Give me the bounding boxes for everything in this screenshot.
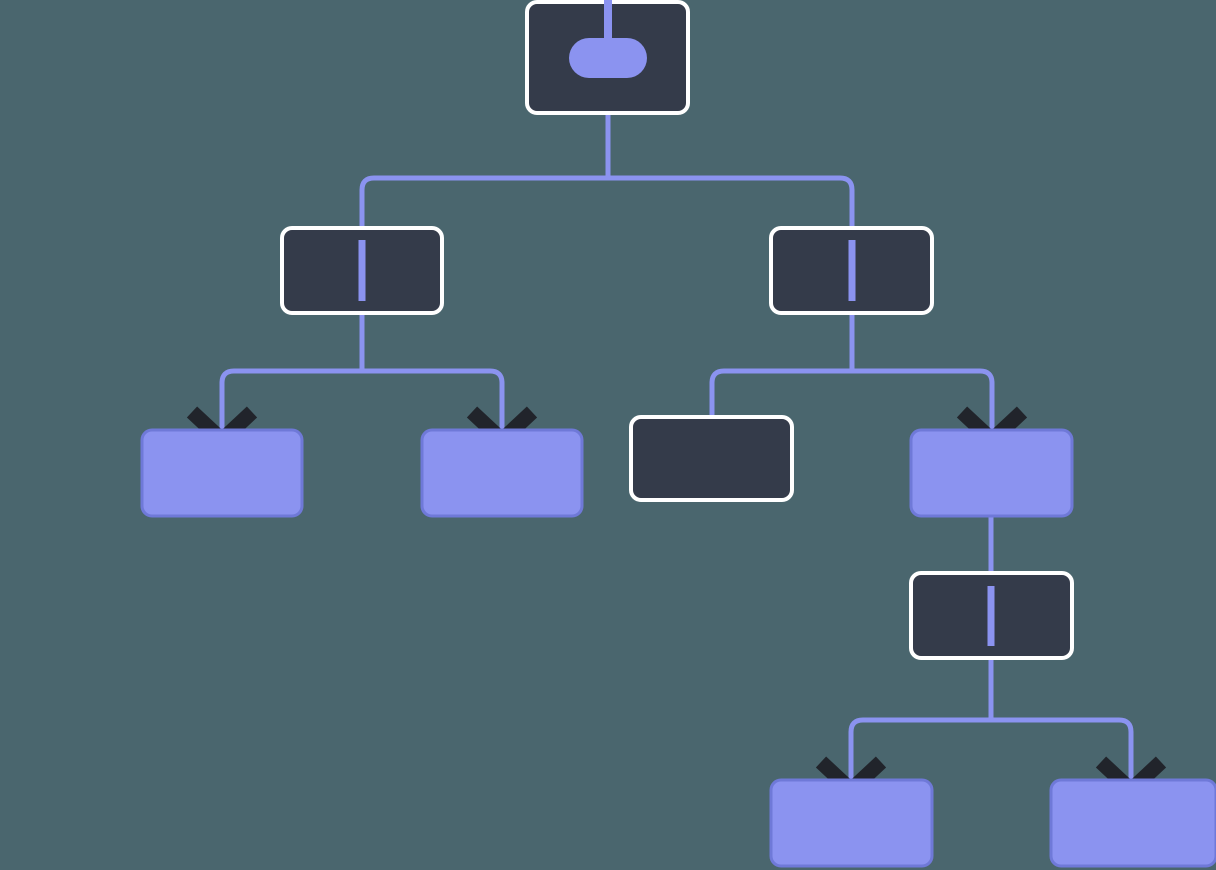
level5-leaf-a[interactable]	[769, 778, 934, 868]
level3-leaf-a-box[interactable]	[140, 428, 304, 518]
level3-leaf-a[interactable]	[140, 428, 304, 518]
level5-leaf-a-box[interactable]	[769, 778, 934, 868]
level2-left-node-bar-icon	[358, 240, 366, 301]
level2-left-node[interactable]	[280, 226, 444, 315]
root-node-stem-icon	[604, 0, 612, 47]
connector-layer	[219, 113, 1134, 780]
root-node-pill-icon	[569, 38, 647, 78]
connector-level4-to-leaf-b	[988, 658, 1134, 780]
level3-leaf-b-box[interactable]	[420, 428, 584, 518]
connector-level2-right-to-leaf-d	[849, 313, 995, 430]
node-layer	[140, 0, 1216, 868]
level3-leaf-d-box[interactable]	[909, 428, 1074, 518]
level2-right-node[interactable]	[769, 226, 934, 315]
level3-leaf-b[interactable]	[420, 428, 584, 518]
connector-level2-left-to-leaf-b	[359, 313, 505, 430]
connector-root-to-level2-left	[359, 113, 611, 228]
level3-dark-node[interactable]	[629, 415, 794, 502]
level5-leaf-b-box[interactable]	[1049, 778, 1216, 868]
root-node[interactable]	[525, 0, 690, 115]
connector-level4-to-leaf-a	[848, 658, 994, 780]
level4-dark-node-bar-icon	[987, 586, 995, 646]
level3-leaf-d[interactable]	[909, 428, 1074, 518]
connector-level2-left-to-leaf-a	[219, 313, 365, 430]
connector-root-to-level2-right	[605, 113, 855, 228]
level2-right-node-bar-icon	[848, 240, 856, 301]
level3-dark-node-box[interactable]	[629, 415, 794, 502]
connector-level2-right-to-dark-node	[709, 313, 855, 417]
level5-leaf-b[interactable]	[1049, 778, 1216, 868]
level4-dark-node[interactable]	[909, 571, 1074, 660]
